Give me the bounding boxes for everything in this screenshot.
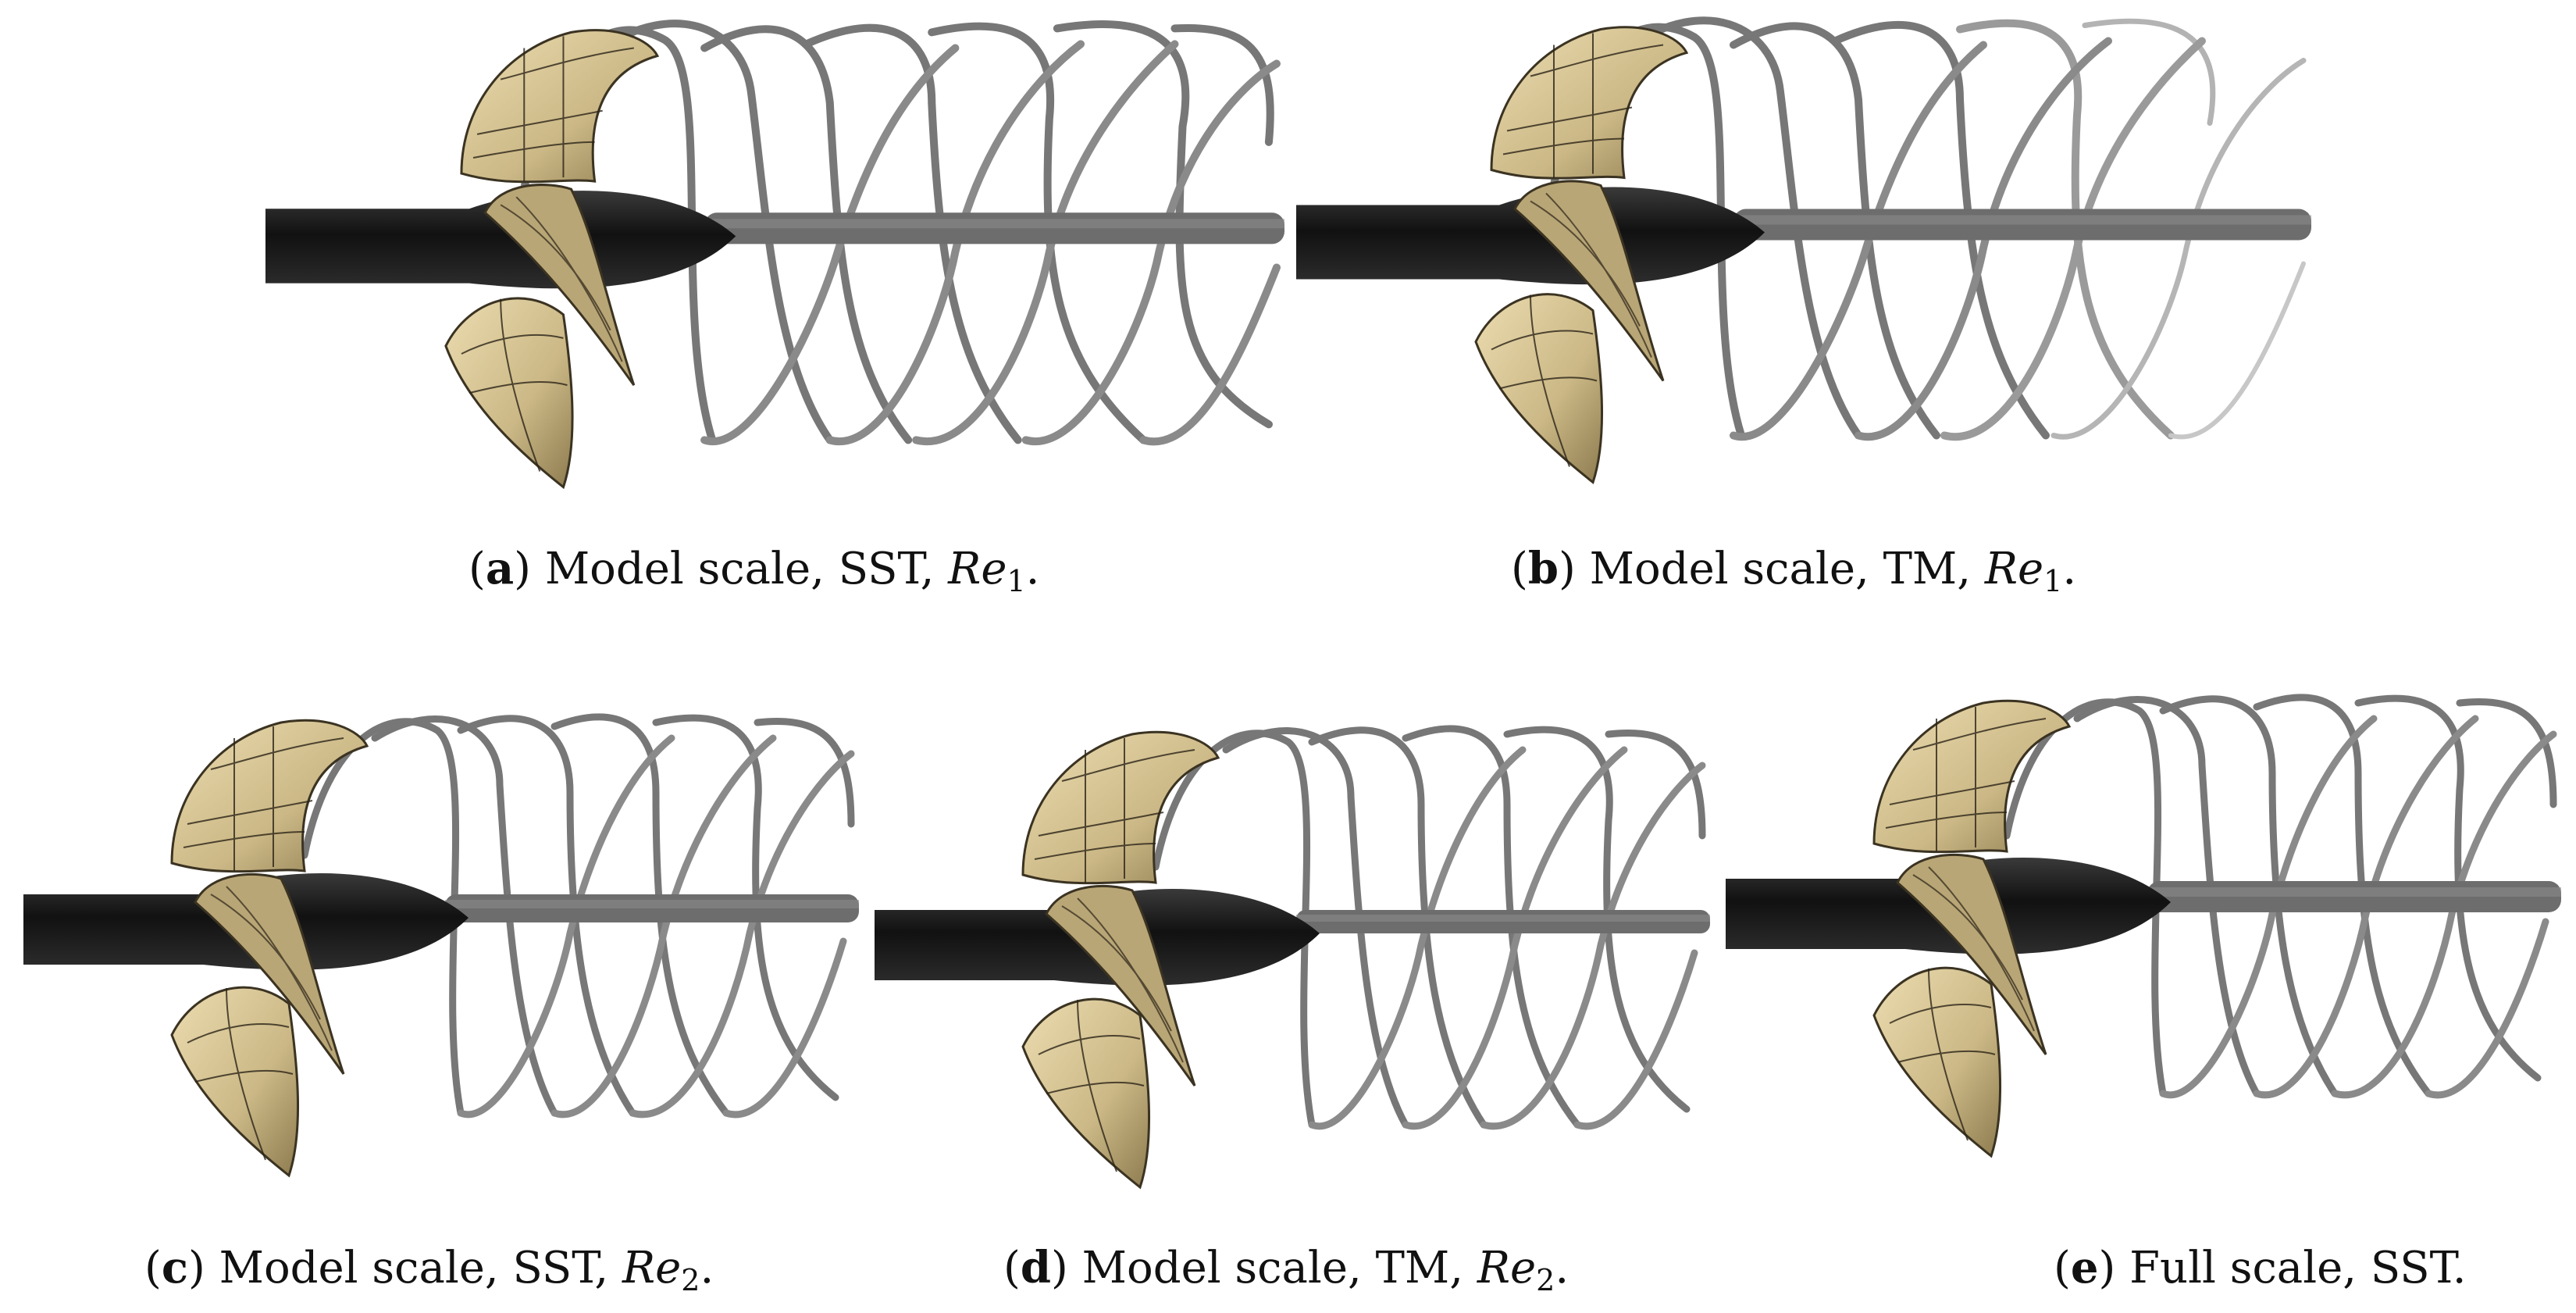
caption-a-end: . [1025, 544, 1040, 594]
panel-a-image [265, 16, 1284, 504]
propeller-blade-upper [170, 719, 369, 873]
propeller-blade-lower [444, 297, 574, 490]
caption-a: (a) Model scale, SST, Re1. [469, 543, 1040, 598]
propeller-blade-middle [483, 184, 636, 386]
caption-d-subscript: 2 [1536, 1263, 1555, 1297]
propeller-blade-lower [1872, 966, 2002, 1158]
propeller-vortex-render [1726, 694, 2561, 1158]
caption-c-end: . [700, 1243, 714, 1293]
shaft-hub [1296, 187, 1765, 285]
propeller-blade-lower [170, 986, 300, 1178]
propeller-blade-lower [1021, 997, 1151, 1190]
propeller-blade-middle [1896, 853, 2047, 1055]
caption-b-math: Re [1984, 544, 2044, 594]
propeller-blade-middle [1045, 884, 1196, 1086]
caption-a-subscript: 1 [1007, 564, 1026, 598]
propeller-blade-upper [460, 29, 660, 184]
caption-c-letter: c [161, 1242, 188, 1293]
propeller-vortex-render [265, 20, 1284, 490]
propeller-blade-upper [1872, 699, 2072, 854]
caption-e-text: Full scale, SST. [2129, 1243, 2467, 1293]
propeller-blade-middle [1513, 180, 1665, 382]
propeller-vortex-render [875, 725, 1710, 1190]
caption-e-letter: e [2070, 1242, 2099, 1293]
panel-c-image [23, 707, 859, 1183]
tip-vortex [2003, 694, 2557, 1099]
propeller-blade-middle [194, 872, 345, 1075]
caption-d-letter: d [1020, 1242, 1052, 1293]
panel-e-image [1726, 687, 2561, 1172]
panel-b-image [1296, 12, 2311, 500]
tip-vortex [1550, 16, 2307, 441]
caption-a-math: Re [948, 544, 1007, 594]
caption-b-subscript: 1 [2043, 564, 2063, 598]
propeller-blade-upper [1490, 26, 1689, 180]
propeller-blade-lower [1474, 293, 1604, 485]
panel-d-image [875, 719, 1710, 1195]
tip-vortex [520, 20, 1281, 446]
caption-b-text: Model scale, TM, [1589, 544, 1985, 594]
caption-c-math: Re [622, 1243, 682, 1293]
caption-b-letter: b [1527, 543, 1559, 594]
caption-a-letter: a [485, 543, 515, 594]
tip-vortex [301, 713, 855, 1119]
tip-vortex [1152, 725, 1706, 1130]
caption-c-text: Model scale, SST, [219, 1243, 622, 1293]
caption-d: (d) Model scale, TM, Re2. [1003, 1242, 1569, 1297]
caption-d-text: Model scale, TM, [1081, 1243, 1477, 1293]
caption-d-end: . [1555, 1243, 1569, 1293]
caption-e: (e) Full scale, SST. [2054, 1242, 2467, 1293]
propeller-vortex-render [1296, 16, 2311, 485]
caption-a-text: Model scale, SST, [544, 544, 949, 594]
propeller-vortex-render [23, 713, 859, 1178]
caption-b: (b) Model scale, TM, Re1. [1511, 543, 2077, 598]
caption-b-end: . [2062, 544, 2077, 594]
shaft-hub [265, 191, 736, 289]
propeller-blade-upper [1021, 730, 1220, 885]
caption-d-math: Re [1477, 1243, 1537, 1293]
caption-c: (c) Model scale, SST, Re2. [144, 1242, 714, 1297]
caption-c-subscript: 2 [681, 1263, 700, 1297]
